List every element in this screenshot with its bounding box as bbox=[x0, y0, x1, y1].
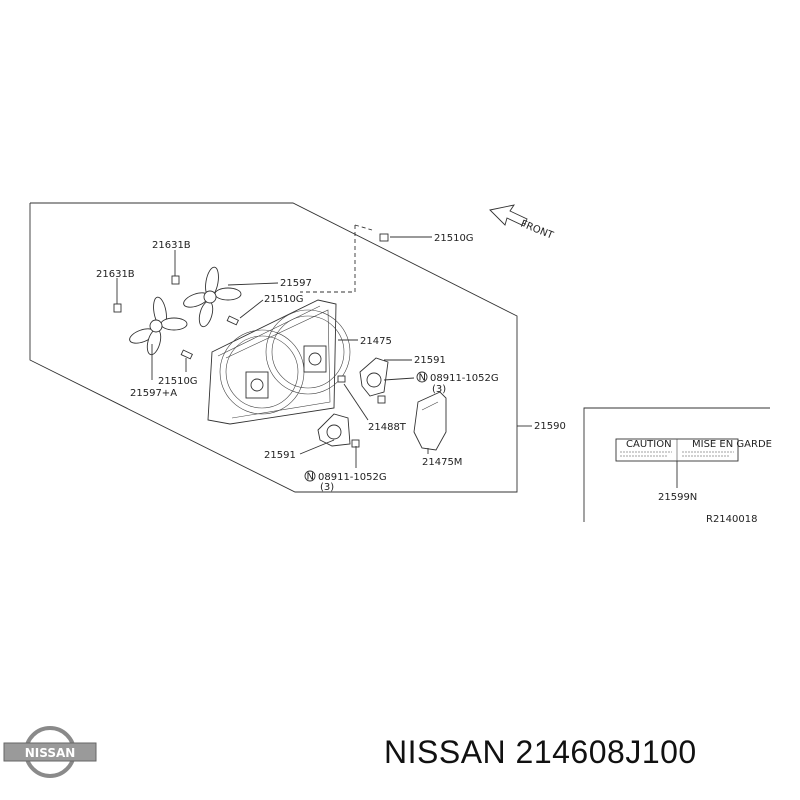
ref-code: R2140018 bbox=[706, 514, 757, 525]
svg-text:N: N bbox=[307, 472, 314, 483]
label-21510g-left: 21510G bbox=[158, 376, 198, 387]
label-21597: 21597 bbox=[280, 278, 312, 289]
label-qty-upper: (3) bbox=[432, 384, 446, 395]
caution-label-detail: CAUTION MISE EN GARDE 21599N R2140018 bbox=[583, 407, 772, 525]
label-21599n: 21599N bbox=[658, 492, 697, 503]
part-labels: 21631B 21631B 21597 21510G 21510G 21510G… bbox=[96, 233, 566, 493]
front-label: FRONT bbox=[519, 219, 556, 242]
nissan-logo: NISSAN bbox=[3, 726, 97, 778]
motor-upper bbox=[359, 357, 389, 397]
assembly-frame bbox=[29, 202, 518, 493]
label-21510g-top: 21510G bbox=[434, 233, 474, 244]
label-21631b-top: 21631B bbox=[152, 240, 191, 251]
label-21631b-left: 21631B bbox=[96, 269, 135, 280]
label-21591-lower: 21591 bbox=[264, 450, 296, 461]
label-08911-upper: 08911-1052G bbox=[430, 373, 499, 384]
motor-lower bbox=[317, 413, 351, 447]
leader-lines bbox=[116, 236, 532, 468]
resistor-cover bbox=[413, 391, 447, 451]
label-qty-lower: (3) bbox=[320, 482, 334, 493]
label-21475m: 21475M bbox=[422, 457, 462, 468]
dashed-leader bbox=[300, 224, 373, 293]
bolt-icons bbox=[113, 233, 389, 448]
circled-n-lower-icon: N bbox=[304, 470, 316, 483]
caution-label-right: MISE EN GARDE bbox=[692, 439, 772, 450]
label-21475: 21475 bbox=[360, 336, 392, 347]
fan-shroud bbox=[207, 299, 351, 425]
part-number-title: NISSAN 214608J100 bbox=[384, 734, 697, 770]
fan-blade-right-icon bbox=[183, 266, 242, 328]
logo-text: NISSAN bbox=[25, 746, 76, 760]
label-21488t: 21488T bbox=[368, 422, 407, 433]
fan-blade-left-icon bbox=[129, 296, 188, 356]
caution-label-left: CAUTION bbox=[626, 439, 672, 450]
svg-text:N: N bbox=[419, 373, 426, 384]
label-08911-lower: 08911-1052G bbox=[318, 472, 387, 483]
circled-n-upper-icon: N bbox=[416, 371, 428, 384]
label-21597a: 21597+A bbox=[130, 388, 177, 399]
label-21590: 21590 bbox=[534, 421, 566, 432]
front-arrow-icon: FRONT bbox=[489, 204, 556, 242]
label-21510g-upper: 21510G bbox=[264, 294, 304, 305]
label-21591-upper: 21591 bbox=[414, 355, 446, 366]
